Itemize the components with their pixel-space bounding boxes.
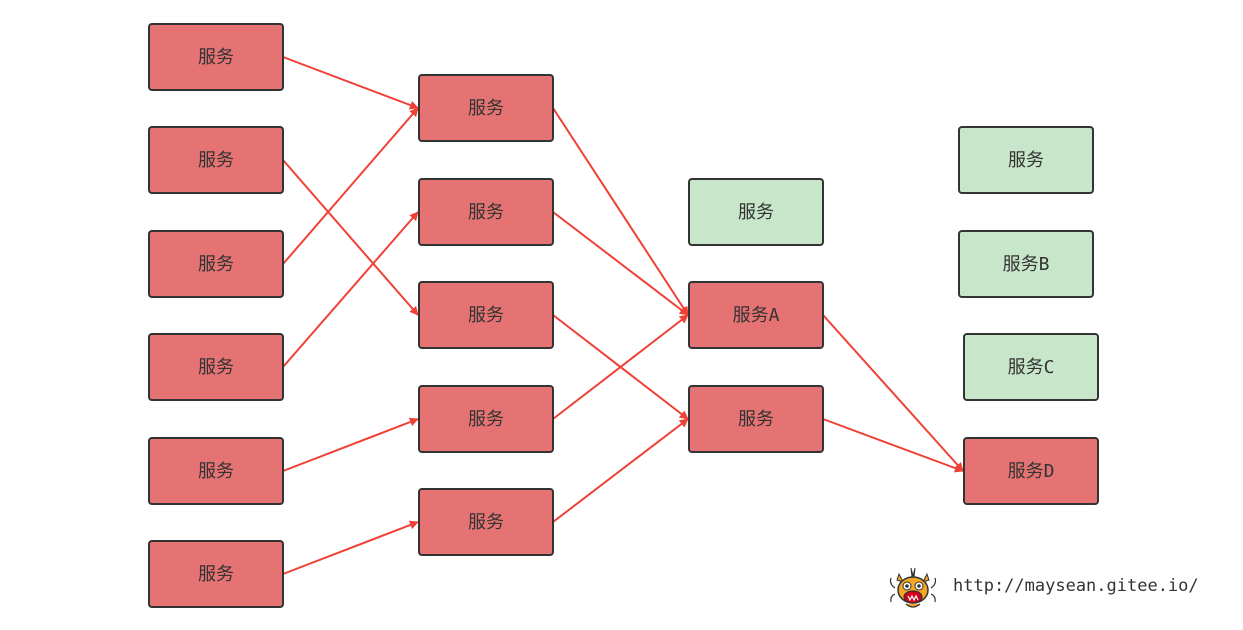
service-node-label: 服务 (738, 409, 774, 430)
service-node-c4d: 服务D (963, 437, 1099, 505)
service-node-box (688, 281, 824, 349)
service-node-box (958, 230, 1094, 298)
service-node-label: 服务 (198, 461, 234, 482)
service-node-label: 服务B (1003, 254, 1050, 275)
service-node-label: 服务C (1008, 357, 1055, 378)
service-node-c1r1: 服务 (148, 23, 284, 91)
service-node-c2r1: 服务 (418, 74, 554, 142)
edges-layer (282, 56, 964, 575)
edge-arrow-c1r5-to-c2r4 (282, 417, 419, 472)
edge-arrow-c1r2-to-c2r3 (282, 159, 419, 316)
watermark-url: http://maysean.gitee.io/ (953, 576, 1199, 596)
service-node-label: 服务 (198, 254, 234, 275)
service-node-c4g: 服务 (958, 126, 1094, 194)
service-node-box (148, 437, 284, 505)
service-node-box (963, 333, 1099, 401)
edge-arrow-c1r4-to-c2r2 (282, 211, 419, 368)
service-node-label: 服务A (733, 305, 780, 326)
service-node-box (148, 126, 284, 194)
edge-arrow-c2r2-to-c3a (552, 211, 689, 316)
service-node-label: 服务 (198, 47, 234, 68)
service-node-c3a: 服务A (688, 281, 824, 349)
service-node-box (418, 74, 554, 142)
edge-arrow-c1r6-to-c2r5 (282, 520, 419, 575)
edge-arrow-c2r4-to-c3a (552, 314, 689, 420)
service-node-c3g: 服务 (688, 178, 824, 246)
service-node-c1r2: 服务 (148, 126, 284, 194)
service-node-c1r3: 服务 (148, 230, 284, 298)
service-node-c1r4: 服务 (148, 333, 284, 401)
service-node-c2r2: 服务 (418, 178, 554, 246)
service-node-label: 服务 (1008, 150, 1044, 171)
service-node-label: 服务D (1008, 461, 1055, 482)
service-node-box (958, 126, 1094, 194)
service-node-box (148, 540, 284, 608)
service-node-label: 服务 (198, 357, 234, 378)
edge-arrow-c3a-to-c4d (822, 314, 964, 472)
edge-arrow-c1r1-to-c2r1 (282, 56, 419, 110)
service-node-box (688, 385, 824, 453)
edge-arrow-c1r3-to-c2r1 (282, 107, 419, 265)
service-node-c1r5: 服务 (148, 437, 284, 505)
service-node-box (148, 23, 284, 91)
service-node-c4b: 服务B (958, 230, 1094, 298)
service-node-label: 服务 (468, 202, 504, 223)
service-node-box (963, 437, 1099, 505)
service-node-label: 服务 (738, 202, 774, 223)
dragon-mascot-icon (889, 566, 937, 612)
service-node-c2r5: 服务 (418, 488, 554, 556)
edge-arrow-c2r5-to-c3b (552, 418, 689, 523)
service-node-box (418, 178, 554, 246)
service-node-c2r4: 服务 (418, 385, 554, 453)
service-node-c2r3: 服务 (418, 281, 554, 349)
service-node-box (148, 230, 284, 298)
edge-arrow-c2r1-to-c3a (552, 107, 689, 316)
service-node-label: 服务 (468, 409, 504, 430)
service-node-c1r6: 服务 (148, 540, 284, 608)
service-node-c3b: 服务 (688, 385, 824, 453)
service-node-c4c: 服务C (963, 333, 1099, 401)
service-node-box (418, 385, 554, 453)
service-node-label: 服务 (468, 512, 504, 533)
service-node-box (418, 281, 554, 349)
service-node-label: 服务 (198, 150, 234, 171)
service-node-box (688, 178, 824, 246)
service-node-box (148, 333, 284, 401)
service-node-label: 服务 (468, 98, 504, 119)
service-node-label: 服务 (468, 305, 504, 326)
service-node-label: 服务 (198, 564, 234, 585)
edge-arrow-c3b-to-c4d (822, 418, 964, 473)
service-node-box (418, 488, 554, 556)
